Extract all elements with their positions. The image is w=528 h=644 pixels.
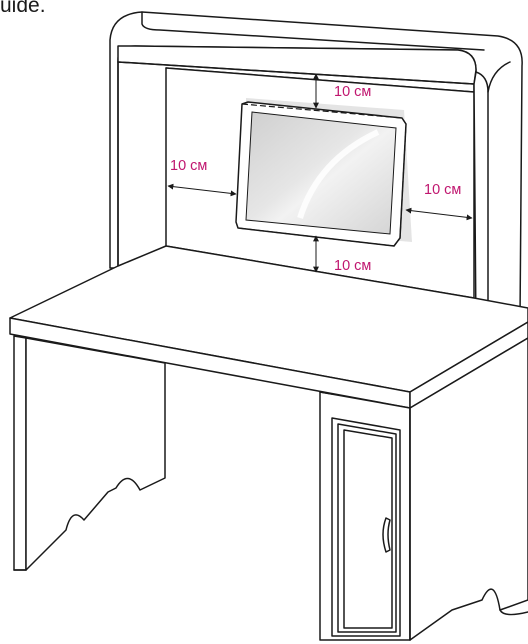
desk-left-panel (13, 335, 166, 571)
arrow-left (167, 183, 237, 197)
cabinet-door-inner (343, 429, 393, 629)
left-panel-side (25, 337, 166, 571)
hutch-top-front-edge (141, 11, 485, 51)
label-clearance-bottom: 10 см (334, 258, 371, 274)
arrow-right (405, 207, 473, 221)
hutch-right-side-panel (473, 71, 489, 331)
monitor (235, 98, 412, 247)
desk-top (9, 245, 528, 409)
cabinet-top-inner (319, 391, 411, 641)
header-text-fragment: uide. (0, 0, 46, 17)
monitor-bezel-dashed-edge (237, 103, 407, 247)
label-clearance-top: 10 см (334, 84, 371, 100)
desk-top-side-edge (409, 321, 528, 409)
monitor-screen-glare (297, 129, 380, 219)
desk-right-cabinet (319, 337, 528, 641)
cabinet-door (337, 423, 397, 633)
label-clearance-right: 10 см (424, 182, 461, 198)
cabinet-door-handle (382, 517, 391, 553)
clearance-arrows (167, 73, 473, 273)
cabinet-side-bottom-curve (499, 609, 528, 616)
left-panel-front (13, 335, 27, 571)
label-clearance-left: 10 см (170, 158, 207, 174)
cabinet-side (409, 337, 528, 641)
hutch-left-inner-edge (117, 61, 167, 271)
cabinet-front-inner-frame (331, 417, 401, 637)
